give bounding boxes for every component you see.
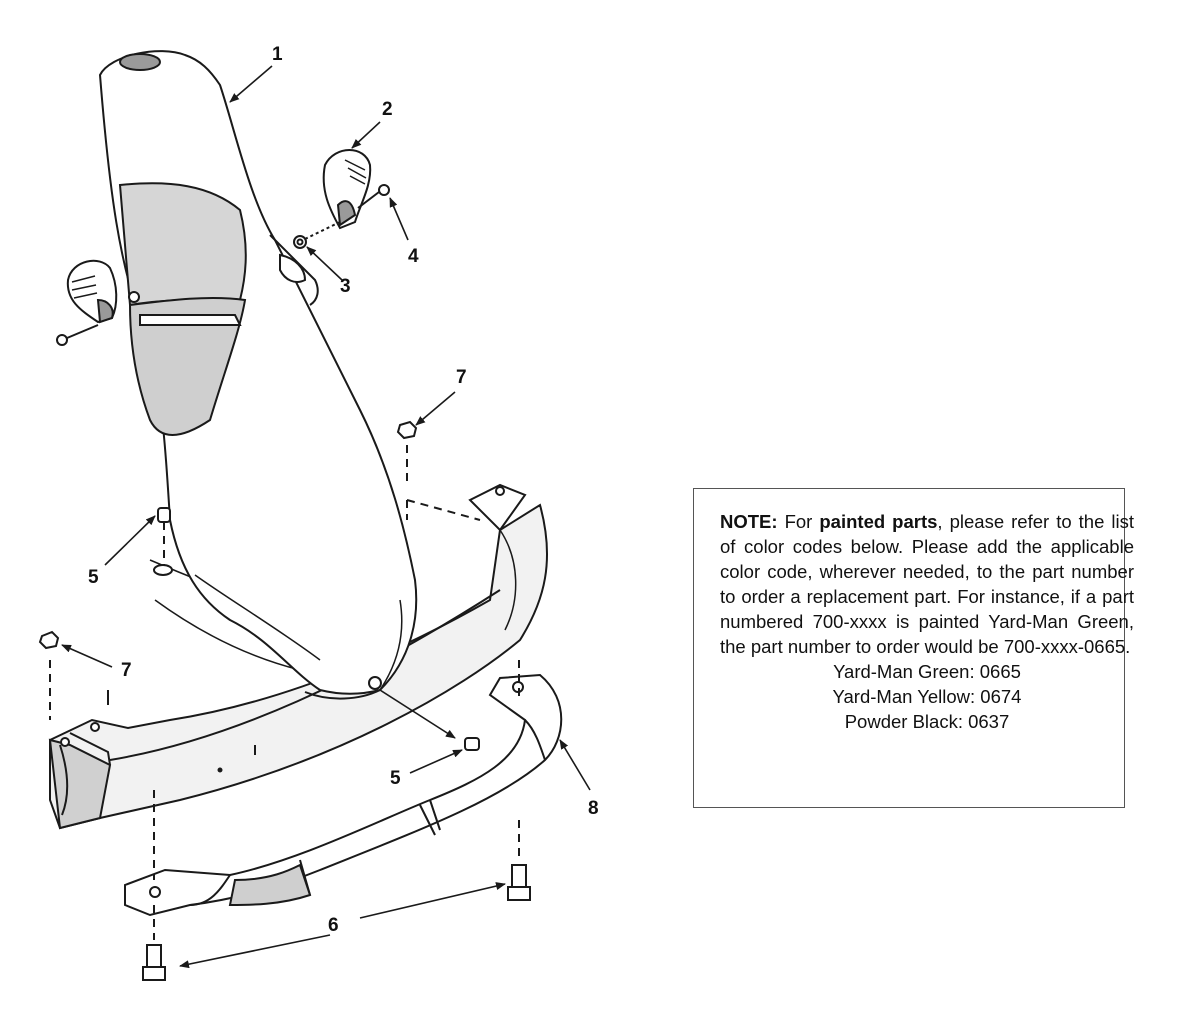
nut-7-left xyxy=(38,630,60,720)
lens-left xyxy=(66,259,118,324)
note-bold-phrase: painted parts xyxy=(819,511,938,532)
small-marks xyxy=(107,690,256,773)
note-box: NOTE: For painted parts, please refer to… xyxy=(693,488,1134,808)
bumper-bar xyxy=(124,673,563,917)
screw-left xyxy=(56,291,140,346)
callout-8: 8 xyxy=(588,798,599,819)
callout-4: 4 xyxy=(408,246,419,267)
note-body: NOTE: For painted parts, please refer to… xyxy=(720,509,1134,659)
nut-7-right xyxy=(396,420,481,521)
lens-right xyxy=(322,149,372,230)
note-prefix: NOTE: xyxy=(720,511,778,532)
note-text-2: , please refer to the list of color code… xyxy=(720,511,1134,657)
screw-5-upper xyxy=(153,507,173,576)
callout-7-left: 7 xyxy=(121,660,132,681)
color-code-green: Yard-Man Green: 0665 xyxy=(833,661,1021,682)
callout-3: 3 xyxy=(340,276,351,297)
screw-4 xyxy=(357,184,390,209)
leader-lines xyxy=(61,65,591,969)
callout-1: 1 xyxy=(272,44,283,65)
callout-5-upper: 5 xyxy=(88,567,99,588)
nut-3 xyxy=(293,221,341,249)
color-code-black: Powder Black: 0637 xyxy=(844,711,1010,732)
note-text-1: For xyxy=(777,511,820,532)
bolts-6 xyxy=(142,660,531,981)
callout-2: 2 xyxy=(382,99,393,120)
callout-6: 6 xyxy=(328,915,339,936)
screw-5-lower xyxy=(464,737,480,751)
callout-5-lower: 5 xyxy=(390,768,401,789)
upright-housing xyxy=(98,50,418,700)
callout-7-right: 7 xyxy=(456,367,467,388)
color-code-yellow: Yard-Man Yellow: 0674 xyxy=(832,686,1022,707)
base-housing xyxy=(48,483,549,830)
color-code-list: Yard-Man Green: 0665 Yard-Man Yellow: 06… xyxy=(720,659,1134,734)
